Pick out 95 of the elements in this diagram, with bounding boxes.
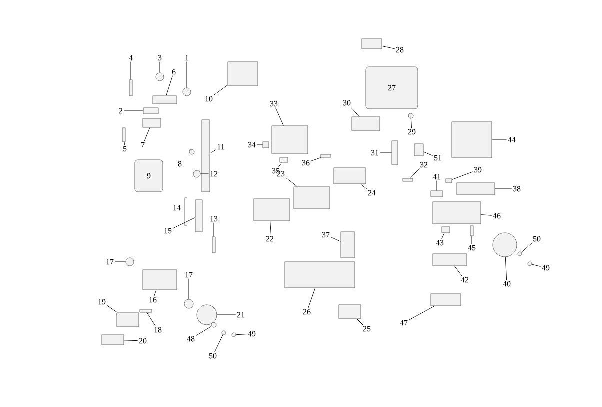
leader-line [330, 237, 341, 242]
part-outline [122, 128, 126, 142]
part-outline [140, 309, 152, 313]
leader-line [144, 128, 150, 142]
part-outline [212, 236, 216, 254]
leader-line [278, 162, 282, 168]
part-outline [446, 178, 452, 184]
part-outline [232, 332, 236, 338]
leader-line [505, 257, 508, 280]
leader-line [236, 334, 248, 336]
leader-line [172, 218, 196, 229]
part-outline [392, 140, 398, 166]
part-outline [222, 330, 226, 336]
leader-line [188, 278, 190, 300]
part-outline [320, 154, 332, 158]
leader-line [357, 319, 364, 326]
part-outline [254, 198, 290, 222]
part-outline [211, 322, 217, 328]
part-outline [182, 88, 192, 96]
leader-line [442, 233, 445, 240]
part-outline [184, 299, 194, 309]
part-outline [228, 62, 258, 86]
leader-line [124, 142, 125, 146]
leader-line [130, 62, 132, 80]
part-outline [126, 258, 134, 266]
part-outline [272, 126, 308, 154]
part-outline [528, 262, 532, 266]
part-outline [456, 182, 496, 196]
part-outline [414, 144, 424, 156]
part-outline [338, 304, 362, 320]
part-outline [442, 226, 450, 234]
leader-line [214, 84, 228, 96]
leader-line [217, 314, 236, 316]
leader-line [436, 180, 438, 191]
part-outline [470, 226, 474, 236]
part-outline [195, 200, 203, 232]
part-outline [262, 142, 270, 148]
part-outline [294, 186, 330, 210]
part-outline [430, 294, 462, 306]
part-outline [432, 202, 482, 224]
part-outline [280, 157, 288, 163]
part-outline [129, 80, 133, 96]
part-outline [408, 113, 414, 119]
leader-line [210, 150, 216, 154]
leader-line [106, 305, 118, 313]
leader-line [310, 158, 322, 162]
leader-line [154, 290, 157, 296]
part-outline [402, 178, 414, 182]
part-outline [340, 232, 356, 258]
leader-line [166, 76, 173, 96]
part-outline [116, 312, 140, 328]
leader-line [424, 152, 434, 156]
leader-line [380, 152, 392, 154]
part-outline [143, 108, 159, 114]
leader-line [275, 108, 284, 126]
part-outline [452, 122, 492, 158]
leader-line [408, 306, 435, 320]
leader-line [214, 334, 224, 352]
leader-line [256, 144, 263, 146]
leader-line [182, 154, 190, 162]
part-outline [430, 190, 444, 198]
part-outline [334, 168, 366, 184]
part-outline [193, 170, 201, 178]
leader-line [521, 242, 533, 253]
leader-line [495, 188, 512, 190]
leader-line [360, 184, 368, 190]
part-outline [518, 252, 522, 256]
leader-line [196, 326, 212, 336]
leader-line [410, 168, 420, 178]
leader-line [382, 46, 396, 50]
part-outline [142, 118, 162, 128]
leader-line [146, 312, 156, 326]
part-outline [284, 262, 356, 288]
part-outline [196, 304, 218, 326]
part-outline [352, 116, 380, 132]
leader-line [124, 340, 138, 342]
part-outline [362, 38, 382, 50]
part-outline [156, 72, 164, 82]
leader-line [481, 214, 492, 216]
part-outline [102, 334, 124, 346]
leader-line [186, 62, 188, 88]
leader-line [454, 266, 462, 276]
part-outline [189, 149, 195, 155]
leader-line [532, 264, 542, 267]
leader-line [350, 106, 360, 117]
leader-line [308, 288, 316, 308]
part-outline [152, 96, 178, 104]
leader-line [452, 172, 474, 180]
part-outline [492, 232, 518, 258]
leader-line [270, 221, 272, 236]
leader-line [286, 178, 298, 187]
part-outline [142, 270, 178, 290]
part-outline [432, 254, 468, 266]
leader-line [124, 110, 144, 112]
leader-line [410, 118, 412, 128]
